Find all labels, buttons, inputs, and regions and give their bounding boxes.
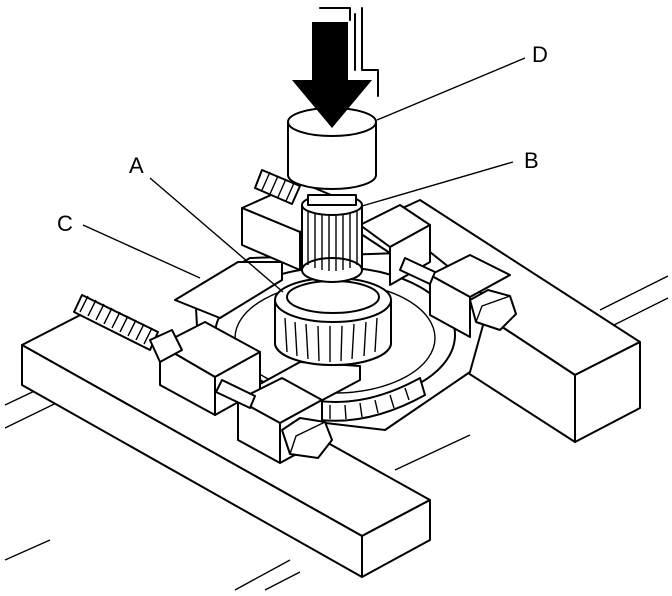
- hex-nut-front: [281, 417, 333, 459]
- splitter-clamp-left: [159, 321, 261, 416]
- long-threaded-bolt: [73, 294, 183, 363]
- splitter-clamp-right: [429, 254, 511, 338]
- callout-label-c: C: [57, 211, 73, 236]
- bolt-pin-right: [399, 257, 436, 285]
- down-arrow-icon: [292, 7, 379, 128]
- leader-lines: [82, 57, 526, 293]
- callout-label-d: D: [532, 42, 548, 67]
- front-support-block: [21, 309, 431, 578]
- bolt-pin-front: [215, 379, 256, 409]
- hex-nut-right: [469, 289, 517, 331]
- callout-label-a: A: [129, 153, 144, 178]
- shaft-splines: [307, 205, 358, 271]
- short-threaded-bolt-rear: [254, 169, 301, 205]
- callout-label-b: B: [524, 148, 539, 173]
- bearing-rollers: [284, 317, 378, 362]
- pinion-shaft: [301, 194, 363, 283]
- tapered-roller-bearing: [274, 277, 392, 366]
